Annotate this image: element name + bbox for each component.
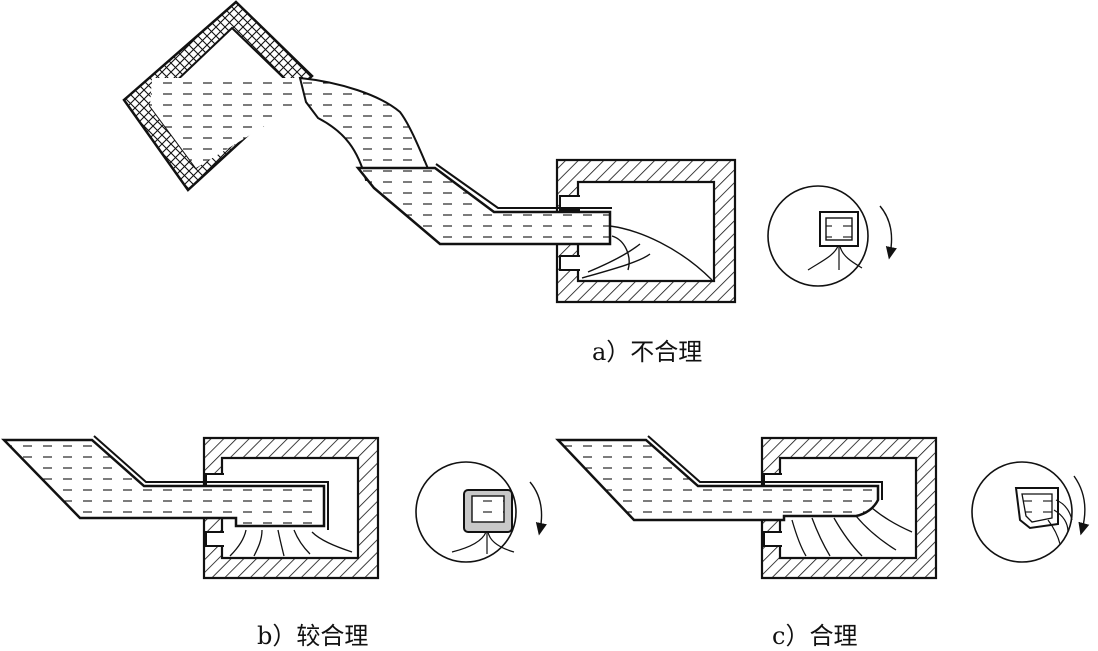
caption-c: c）合理 — [772, 622, 858, 650]
diagram-c — [555, 435, 1090, 580]
jet-splash — [581, 225, 713, 281]
ladle — [122, 0, 314, 192]
runner-c — [555, 438, 880, 522]
caption-a: a）不合理 — [592, 338, 703, 366]
flow-lines-c — [791, 507, 913, 557]
diagram-b — [1, 435, 547, 580]
runner-a — [355, 166, 612, 246]
flow-lines-b — [229, 529, 353, 557]
inset-b — [415, 461, 547, 563]
pour-stream — [298, 76, 434, 182]
runner-b — [1, 438, 326, 528]
inset-c — [971, 461, 1090, 563]
diagram-a — [122, 0, 897, 304]
inset-a — [767, 185, 897, 287]
caption-b: b）较合理 — [257, 622, 369, 650]
